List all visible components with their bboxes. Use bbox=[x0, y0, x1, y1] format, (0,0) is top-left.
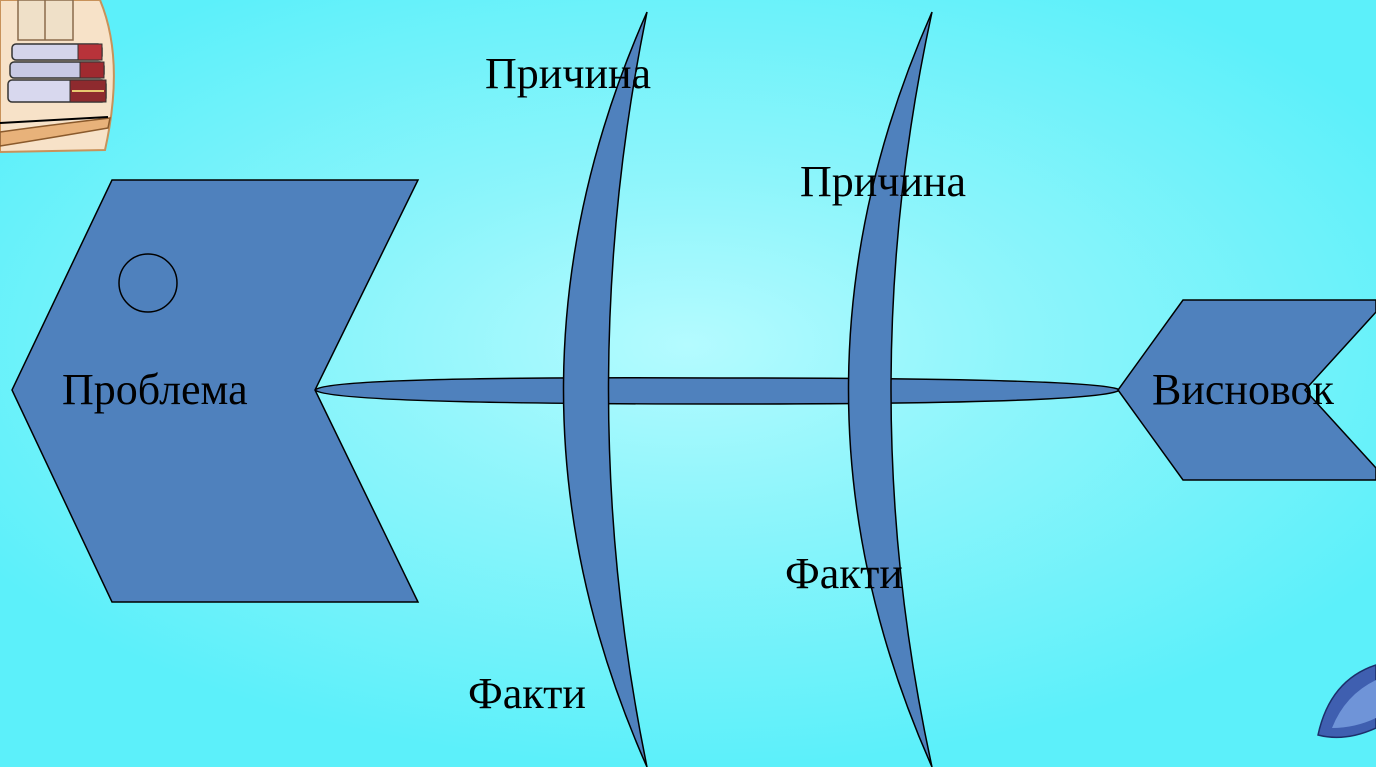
cause-label-2: Причина bbox=[800, 160, 966, 204]
facts-label-2: Факти bbox=[785, 552, 903, 596]
fish-icon bbox=[1318, 665, 1376, 737]
eye-circle bbox=[119, 254, 177, 312]
cause-label-1: Причина bbox=[485, 52, 651, 96]
conclusion-label: Висновок bbox=[1152, 368, 1334, 412]
facts-label-1: Факти bbox=[468, 672, 586, 716]
spine bbox=[315, 378, 1120, 404]
books-icon bbox=[0, 0, 114, 152]
problem-label: Проблема bbox=[62, 368, 248, 412]
